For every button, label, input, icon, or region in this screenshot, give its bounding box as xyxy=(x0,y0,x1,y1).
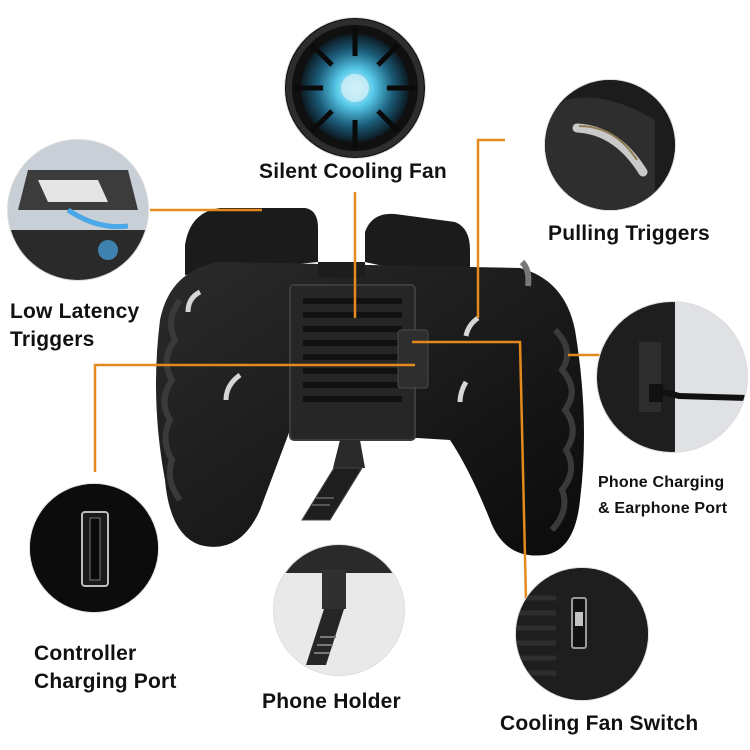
low-latency-trigger-icon xyxy=(8,140,148,280)
phone-charging-label: Phone Charging & Earphone Port xyxy=(598,470,727,521)
cooling-fan-icon xyxy=(285,18,425,158)
silent-cooling-fan-label: Silent Cooling Fan xyxy=(259,160,447,183)
usb-port-icon xyxy=(30,484,158,612)
phone-holder-label: Phone Holder xyxy=(262,690,401,713)
pulling-triggers-label: Pulling Triggers xyxy=(548,222,710,245)
phone-charging-line-2: & Earphone Port xyxy=(598,499,728,517)
trigger-icon xyxy=(545,80,675,210)
phone-holder-icon xyxy=(274,545,404,675)
cooling-fan-switch-label: Cooling Fan Switch xyxy=(500,712,699,735)
low-latency-triggers-label: Low Latency Triggers xyxy=(10,298,139,355)
phone-charging-line-1: Phone Charging xyxy=(598,474,725,491)
low-latency-line-2: Triggers xyxy=(10,328,95,352)
leader-lines xyxy=(93,138,605,601)
low-latency-line-1: Low Latency xyxy=(10,300,140,323)
controller-charging-label: Controller Charging Port xyxy=(34,640,177,697)
switch-icon xyxy=(516,568,648,700)
controller-charging-line-2: Charging Port xyxy=(34,670,177,694)
cable-port-icon xyxy=(597,302,747,452)
gamepad-body xyxy=(156,208,584,556)
controller-charging-line-1: Controller xyxy=(34,642,137,665)
